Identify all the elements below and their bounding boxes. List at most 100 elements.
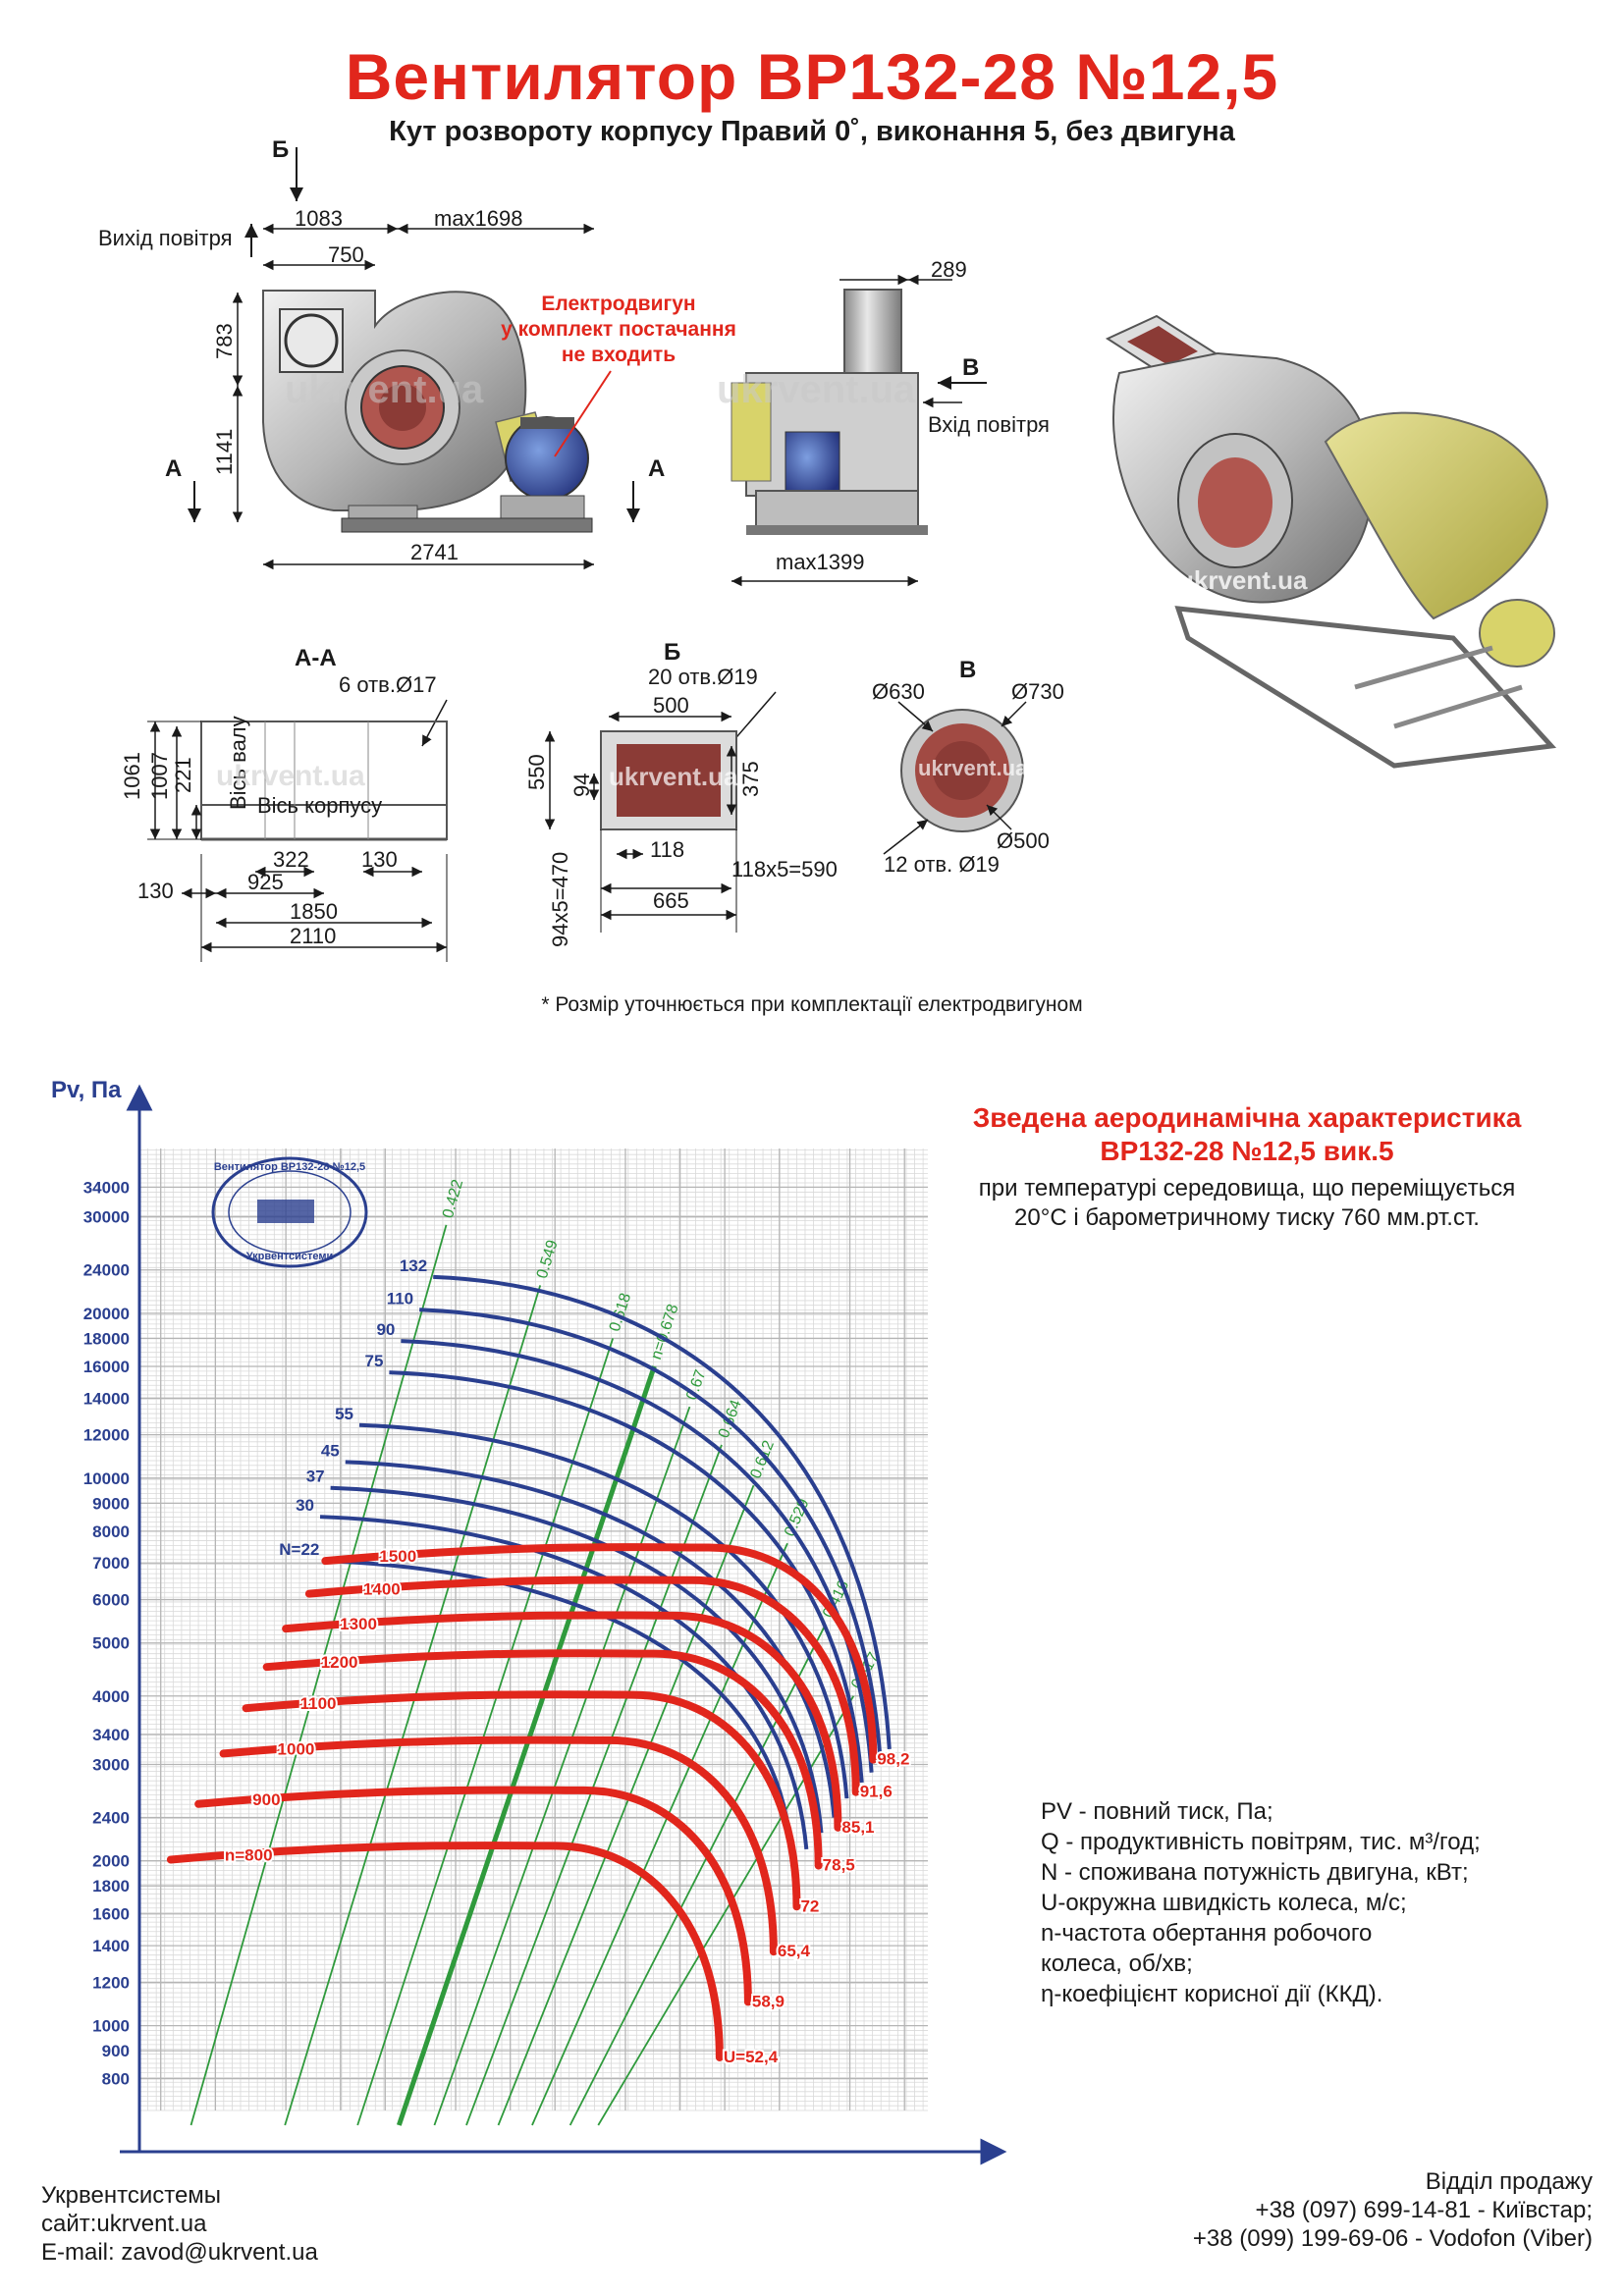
company-site[interactable]: сайт:ukrvent.ua bbox=[41, 2211, 207, 2237]
legend-item: Q - продуктивність повітрям, тис. м³/год… bbox=[1041, 1829, 1481, 1855]
axis-shaft: Вісь валу bbox=[226, 716, 250, 810]
efficiency-line bbox=[284, 1285, 542, 2126]
efficiency-line bbox=[433, 1406, 691, 2126]
pressure-curve bbox=[242, 1690, 801, 1911]
section-a-right: А bbox=[648, 455, 665, 482]
belt-guard bbox=[1324, 411, 1548, 620]
u-label: 91,6 bbox=[860, 1783, 893, 1801]
power-label: 55 bbox=[335, 1405, 353, 1423]
footnote: * Розмір уточнюється при комплектації ел… bbox=[541, 993, 1083, 1016]
section-v-flange: В Ø630 Ø730 Ø500 12 отв. Ø19 ukrvent.ua bbox=[872, 657, 1064, 877]
dim-max1399: max1399 bbox=[776, 550, 865, 574]
chart-conditions-line-2: 20°C і барометричному тиску 760 мм.рт.ст… bbox=[1014, 1204, 1480, 1231]
dim-925: 925 bbox=[247, 870, 284, 894]
watermark-4: ukrvent.ua bbox=[216, 760, 365, 792]
legend-item: колеса, об/хв; bbox=[1041, 1950, 1193, 1977]
chart-conditions: при температурі середовища, що переміщує… bbox=[884, 1174, 1610, 1233]
y-tick-label: 1600 bbox=[92, 1905, 130, 1924]
dim-1061: 1061 bbox=[120, 752, 144, 800]
y-tick-label: 3400 bbox=[92, 1726, 130, 1744]
power-label: N=22 bbox=[279, 1540, 319, 1559]
motor-note-1: Електродвигун bbox=[541, 293, 695, 315]
section-aa-title: А-А bbox=[295, 645, 337, 671]
air-inlet-label: Вхід повітря bbox=[928, 412, 1050, 437]
page-title: Вентилятор ВР132-28 №12,5 bbox=[345, 40, 1279, 113]
chart-legend: PV - повний тиск, Па; Q - продуктивність… bbox=[1041, 1796, 1481, 2009]
pressure-curve bbox=[262, 1649, 823, 1870]
pressure-curve bbox=[282, 1611, 842, 1832]
dim-2110: 2110 bbox=[290, 924, 336, 948]
v-holes: 12 отв. Ø19 bbox=[884, 852, 1000, 877]
y-tick-label: 1000 bbox=[92, 2017, 130, 2036]
chart-conditions-line-1: при температурі середовища, що переміщує… bbox=[978, 1175, 1516, 1201]
watermark-5: ukrvent.ua bbox=[609, 762, 738, 791]
front-view: 289 В Вхід повітря max1399 ukrvent.ua bbox=[717, 257, 1050, 587]
section-aa: А-А 6 отв.Ø17 1061 1007 221 Вісь валу Ві… bbox=[120, 645, 448, 962]
power-label: 132 bbox=[400, 1256, 427, 1275]
d730: Ø730 bbox=[1011, 679, 1064, 704]
y-tick-label: 5000 bbox=[92, 1634, 130, 1653]
y-tick-label: 4000 bbox=[92, 1687, 130, 1706]
section-b-flange: Б 20 отв.Ø19 500 550 94 375 118 118x5=59… bbox=[524, 639, 838, 947]
section-v-marker: В bbox=[962, 354, 979, 381]
power-curve bbox=[389, 1370, 864, 1784]
section-b-marker: Б bbox=[272, 136, 289, 163]
y-tick-label: 14000 bbox=[83, 1389, 130, 1408]
y-tick-label: 1200 bbox=[92, 1973, 130, 1992]
y-tick-label: 2000 bbox=[92, 1852, 130, 1871]
u-label: 58,9 bbox=[752, 1992, 785, 2010]
dim-500: 500 bbox=[653, 693, 689, 718]
sales-phone-2[interactable]: +38 (099) 199-69-06 - Vodofon (Viber) bbox=[1192, 2225, 1593, 2252]
efficiency-line bbox=[396, 1365, 657, 2126]
y-tick-label: 900 bbox=[102, 2042, 130, 2060]
efficiency-line bbox=[189, 1224, 448, 2126]
manufacturer-stamp: Вентилятор ВР132-28 №12,5 Укрвентсистеми bbox=[211, 1156, 368, 1268]
y-tick-label: 30000 bbox=[83, 1208, 130, 1227]
efficiency-line bbox=[465, 1444, 723, 2126]
power-curve bbox=[325, 1559, 793, 1844]
d630: Ø630 bbox=[872, 679, 925, 704]
y-tick-label: 1800 bbox=[92, 1877, 130, 1896]
side-view: Б Вихід повітря 1083 max1698 750 783 114… bbox=[98, 136, 736, 570]
rpm-label: 1200 bbox=[321, 1653, 358, 1672]
watermark-1: ukrvent.ua bbox=[285, 368, 484, 411]
y-tick-label: 24000 bbox=[83, 1261, 130, 1280]
y-axis-label: Pv, Па bbox=[51, 1077, 122, 1103]
pressure-curve bbox=[219, 1735, 778, 1956]
chart-title-line-1: Зведена аеродинамічна характеристика bbox=[972, 1102, 1522, 1133]
rpm-label: 1100 bbox=[300, 1694, 337, 1713]
rpm-label: 1500 bbox=[379, 1547, 416, 1566]
legend-item: N - споживана потужність двигуна, кВт; bbox=[1041, 1859, 1469, 1886]
dim-1850: 1850 bbox=[290, 899, 338, 924]
dim-375: 375 bbox=[738, 761, 763, 797]
efficiency-line bbox=[497, 1484, 755, 2126]
y-tick-label: 10000 bbox=[83, 1469, 130, 1488]
section-b-holes: 20 отв.Ø19 bbox=[648, 665, 758, 689]
stamp-text-2: Укрвентсистеми bbox=[246, 1251, 334, 1262]
pressure-curve bbox=[321, 1543, 878, 1764]
legend-item: η-коефіцієнт корисної дії (ККД). bbox=[1041, 1981, 1383, 2007]
section-v-title: В bbox=[959, 657, 976, 683]
technical-drawings: Б Вихід повітря 1083 max1698 750 783 114… bbox=[98, 136, 1557, 962]
axis-body: Вісь корпусу bbox=[257, 793, 382, 818]
chart-grid bbox=[138, 1148, 928, 2111]
dim-2741: 2741 bbox=[410, 540, 459, 564]
power-curve bbox=[319, 1515, 809, 1850]
sales-phone-1[interactable]: +38 (097) 699-14-81 - Київстар; bbox=[1255, 2197, 1593, 2223]
rpm-label: n=800 bbox=[225, 1845, 273, 1864]
y-tick-label: 18000 bbox=[83, 1329, 130, 1348]
y-tick-label: 12000 bbox=[83, 1426, 130, 1445]
company-email[interactable]: E-mail: zavod@ukrvent.ua bbox=[41, 2239, 318, 2266]
dim-118: 118 bbox=[650, 837, 684, 862]
section-aa-holes: 6 отв.Ø17 bbox=[339, 672, 437, 697]
legend-item: PV - повний тиск, Па; bbox=[1041, 1798, 1273, 1825]
dim-783: 783 bbox=[212, 323, 237, 359]
dim-118x5: 118x5=590 bbox=[731, 857, 838, 881]
watermark-6: ukrvent.ua bbox=[918, 756, 1028, 780]
y-tick-label: 20000 bbox=[83, 1305, 130, 1323]
y-tick-label: 16000 bbox=[83, 1358, 130, 1376]
power-label: 45 bbox=[321, 1441, 340, 1460]
company-name: Укрвентсистемы bbox=[41, 2182, 222, 2209]
power-curve bbox=[419, 1308, 883, 1761]
